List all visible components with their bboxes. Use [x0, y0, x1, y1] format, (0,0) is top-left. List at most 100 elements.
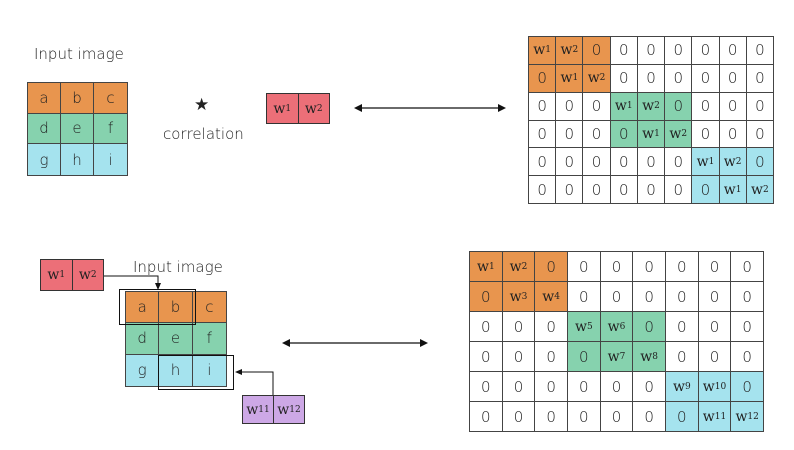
input-cell-i: i	[94, 144, 127, 175]
bottom-matrix-cell: 0	[698, 312, 732, 342]
kernel-window-first	[119, 289, 196, 325]
top-matrix-cell: 0	[746, 92, 774, 121]
top-matrix-cell: 0	[583, 37, 611, 65]
bottom-matrix-cell: 0	[535, 372, 568, 402]
top-matrix-cell: 0	[556, 92, 584, 121]
input-cell-h: h	[159, 354, 193, 386]
top-matrix-cell: 0	[583, 176, 611, 204]
input-cell-b: b	[159, 292, 193, 324]
bottom-matrix-cell: 0	[502, 342, 536, 372]
top-matrix-cell: 0	[665, 92, 693, 121]
top-matrix-cell: 0	[583, 120, 611, 149]
input-cell-d: d	[28, 113, 61, 145]
top-matrix-cell: 0	[529, 176, 557, 204]
input-cell-i: i	[192, 354, 226, 386]
bottom-matrix-cell: 0	[731, 252, 764, 282]
bottom-matrix-cell: 0	[666, 342, 699, 372]
top-matrix-cell: 0	[610, 37, 638, 65]
bottom-matrix-cell: 0	[470, 342, 503, 372]
bottom-matrix-cell: 0	[633, 252, 666, 282]
bottom-matrix-cell: 0	[502, 372, 536, 402]
top-matrix-cell: 0	[746, 120, 774, 149]
top-matrix-cell: 0	[719, 120, 747, 149]
top-matrix-cell: 0	[665, 176, 693, 204]
input-cell-c: c	[192, 292, 226, 324]
top-matrix-cell: 0	[746, 64, 774, 93]
bottom-matrix-cell: 0	[666, 402, 699, 432]
input-cell-f: f	[94, 113, 127, 145]
input-cell-e: e	[159, 323, 193, 355]
bottom-matrix-cell: 0	[470, 402, 503, 432]
bottom-input-label: Input image	[133, 258, 223, 276]
top-matrix-cell: 0	[719, 37, 747, 65]
top-matrix-cell: 0	[556, 148, 584, 177]
bottom-matrix-cell: 0	[568, 402, 601, 432]
bottom-matrix-cell: 0	[600, 372, 634, 402]
input-cell-e: e	[61, 113, 94, 145]
top-matrix-cell: 0	[692, 92, 720, 121]
top-matrix-cell: 0	[637, 64, 666, 93]
top-matrix-cell: 0	[746, 148, 774, 177]
top-matrix-cell: 0	[692, 176, 720, 204]
bottom-matrix-cell: 0	[698, 342, 732, 372]
kernel-window-last	[158, 355, 234, 390]
top-matrix-cell: 0	[529, 148, 557, 177]
top-matrix-cell: 0	[583, 148, 611, 177]
top-matrix-cell: 0	[556, 176, 584, 204]
bottom-matrix-cell: 0	[731, 372, 764, 402]
top-matrix-cell: 0	[692, 120, 720, 149]
top-matrix-cell: 0	[583, 92, 611, 121]
top-matrix-cell: 0	[746, 37, 774, 65]
bottom-matrix-cell: 0	[535, 402, 568, 432]
bottom-matrix-cell: 0	[600, 402, 634, 432]
bottom-matrix-cell: 0	[470, 312, 503, 342]
bottom-matrix-cell: 0	[731, 282, 764, 312]
top-double-arrow	[354, 104, 506, 112]
top-matrix-cell: 0	[665, 64, 693, 93]
correlation-star-icon: ★	[194, 95, 210, 115]
top-matrix-cell: 0	[665, 37, 693, 65]
correlation-label: correlation	[163, 125, 244, 143]
input-cell-a: a	[126, 292, 160, 324]
top-matrix-cell: 0	[529, 120, 557, 149]
bottom-matrix-cell: 0	[666, 252, 699, 282]
bottom-matrix-cell: 0	[568, 252, 601, 282]
bottom-matrix-cell: 0	[568, 372, 601, 402]
top-matrix-cell: 0	[529, 64, 557, 93]
bottom-matrix-cell: 0	[502, 312, 536, 342]
bottom-matrix-cell: 0	[502, 402, 536, 432]
bottom-matrix-cell: 0	[731, 312, 764, 342]
input-cell-g: g	[28, 144, 61, 175]
input-cell-c: c	[94, 83, 127, 114]
bottom-matrix-cell: 0	[731, 342, 764, 372]
top-matrix-cell: 0	[637, 148, 666, 177]
bottom-matrix-cell: 0	[535, 312, 568, 342]
top-matrix-cell: 0	[529, 92, 557, 121]
input-cell-h: h	[61, 144, 94, 175]
